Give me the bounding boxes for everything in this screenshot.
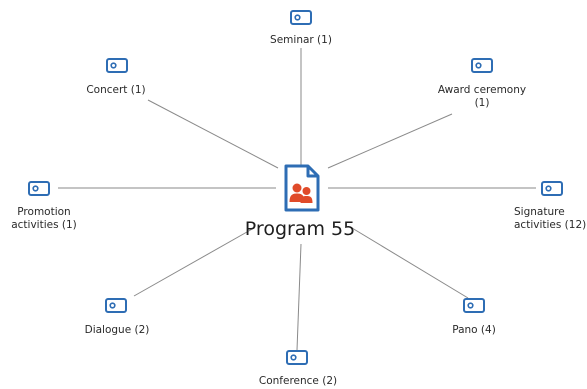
node-label-seminar: Seminar (1) — [270, 34, 332, 46]
tag-icon[interactable] — [290, 10, 312, 25]
node-label-dialogue: Dialogue (2) — [84, 324, 150, 336]
link-pano — [351, 227, 469, 299]
node-label-concert: Concert (1) — [86, 84, 146, 96]
node-label-pano: Pano (4) — [452, 324, 496, 336]
node-label-award-ceremony: Award ceremony (1) — [437, 84, 527, 109]
node-label-signature-activities: Signature activities (12) — [514, 206, 587, 231]
node-label-promotion-activities: Promotion activities (1) — [11, 206, 77, 231]
tag-icon[interactable] — [106, 58, 128, 73]
center-node-label: Program 55 — [244, 218, 356, 240]
tag-icon[interactable] — [541, 181, 563, 196]
tag-icon[interactable] — [286, 350, 308, 365]
program-document-icon[interactable] — [281, 164, 321, 212]
node-label-conference: Conference (2) — [258, 375, 338, 387]
tag-icon[interactable] — [463, 298, 485, 313]
link-concert — [147, 99, 279, 169]
link-conference — [296, 243, 302, 351]
link-award-ceremony — [327, 113, 453, 169]
link-dialogue — [133, 227, 255, 297]
tag-icon[interactable] — [28, 181, 50, 196]
tag-icon[interactable] — [471, 58, 493, 73]
tag-icon[interactable] — [105, 298, 127, 313]
